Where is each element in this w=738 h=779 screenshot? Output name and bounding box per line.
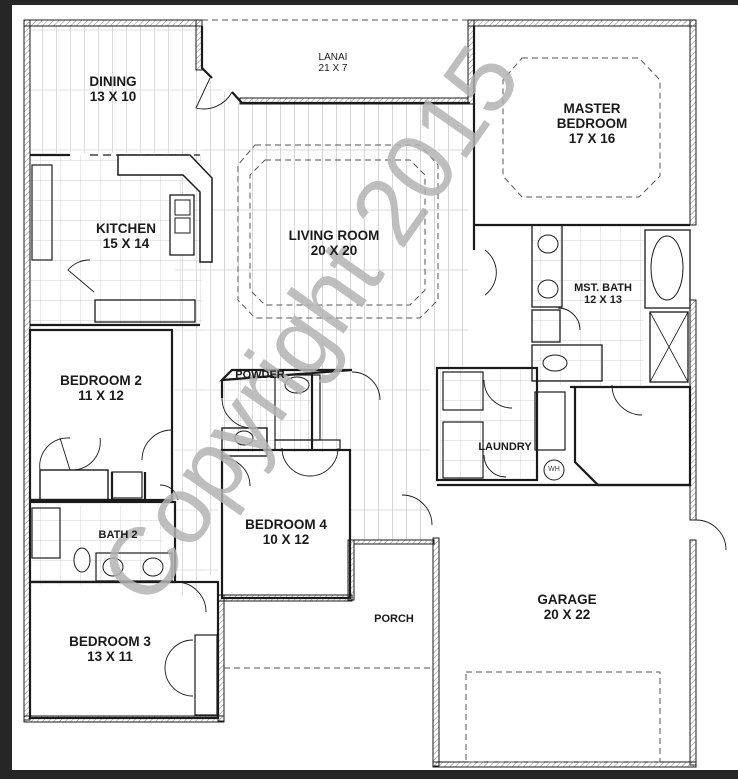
- room-master-bedroom-name-1: MASTER: [563, 101, 621, 116]
- room-laundry-name: LAUNDRY: [478, 441, 532, 453]
- door-swings: [39, 77, 727, 697]
- room-master-bedroom-name-2: BEDROOM: [556, 116, 628, 132]
- room-master-bedroom-size: 17 X 16: [568, 131, 616, 147]
- fixtures: [73, 199, 684, 577]
- room-porch-name: PORCH: [374, 613, 414, 625]
- floor-plan-drawing: [23, 19, 727, 768]
- water-heater-name: WH: [548, 466, 560, 473]
- exterior-walls: [23, 19, 697, 768]
- room-master-bedroom: MASTER BEDROOM 17 X 16: [557, 101, 628, 146]
- room-living-room: LIVING ROOM 20 X 20: [289, 228, 380, 258]
- room-garage: GARAGE 20 X 22: [537, 592, 596, 622]
- room-mst-bath-size: 12 X 13: [584, 294, 622, 307]
- room-living-room-size: 20 X 20: [310, 243, 358, 259]
- room-powder: POWDER: [235, 369, 285, 381]
- room-bedroom-3-size: 13 X 11: [87, 649, 133, 665]
- room-bedroom-2-name: BEDROOM 2: [60, 373, 142, 388]
- room-bedroom-3: BEDROOM 3 13 X 11: [69, 634, 151, 664]
- room-laundry: LAUNDRY: [478, 441, 531, 453]
- room-kitchen: KITCHEN 15 X 14: [96, 221, 156, 251]
- room-bedroom-2: BEDROOM 2 11 X 12: [60, 373, 142, 403]
- room-kitchen-size: 15 X 14: [102, 236, 150, 252]
- water-heater-label: WH: [548, 466, 560, 474]
- room-bath-2: BATH 2: [99, 529, 138, 541]
- room-lanai-name: LANAI: [318, 52, 348, 63]
- room-bedroom-3-name: BEDROOM 3: [69, 634, 151, 649]
- room-dining-name: DINING: [89, 74, 137, 89]
- tray-ceilings: [202, 19, 661, 763]
- room-powder-name: POWDER: [235, 369, 285, 381]
- room-lanai: LANAI 21 X 7: [319, 52, 348, 74]
- room-bath-2-name: BATH 2: [98, 529, 138, 541]
- room-lanai-size: 21 X 7: [318, 63, 348, 75]
- room-bedroom-4-size: 10 X 12: [262, 532, 310, 548]
- room-mst-bath-name: MST. BATH: [574, 282, 632, 294]
- room-dining-size: 13 X 10: [89, 89, 137, 105]
- room-living-room-name: LIVING ROOM: [288, 228, 380, 243]
- room-mst-bath: MST. BATH 12 X 13: [574, 282, 632, 307]
- room-bedroom-2-size: 11 X 12: [78, 388, 124, 404]
- room-bedroom-4-name: BEDROOM 4: [245, 517, 327, 532]
- floor-plan-sheet: Copyright 2015 DINING 13 X 10 LANAI 21 X…: [12, 5, 738, 770]
- room-garage-size: 20 X 22: [543, 607, 591, 623]
- room-porch: PORCH: [374, 613, 414, 625]
- room-bedroom-4: BEDROOM 4 10 X 12: [245, 517, 327, 547]
- room-kitchen-name: KITCHEN: [96, 221, 156, 236]
- room-garage-name: GARAGE: [537, 592, 597, 607]
- room-dining: DINING 13 X 10: [89, 74, 136, 104]
